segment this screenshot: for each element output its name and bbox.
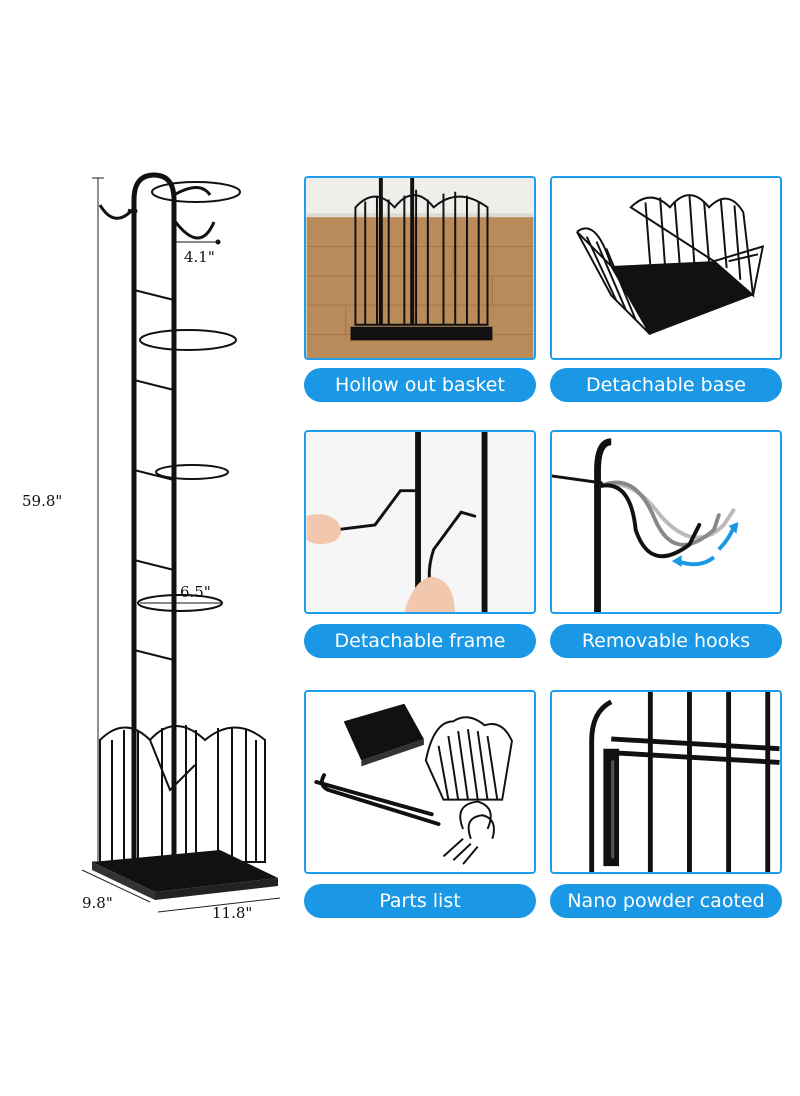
ring-width-dimension-label: 6.5" <box>180 583 211 601</box>
feature-label-removable-hooks: Removable hooks <box>550 624 782 658</box>
height-dimension-label: 59.8" <box>22 492 63 510</box>
rack-product-image <box>81 172 281 913</box>
height-dimension-line <box>92 177 104 863</box>
feature-label-detachable-frame: Detachable frame <box>304 624 536 658</box>
detachable-frame-photo <box>304 430 536 614</box>
detachable-base-photo <box>550 176 782 360</box>
hollow-basket-photo <box>304 176 536 360</box>
feature-label-nano-powder: Nano powder caoted <box>550 884 782 918</box>
feature-label-hollow-basket: Hollow out basket <box>304 368 536 402</box>
base-width-dimension-label: 11.8" <box>212 904 253 922</box>
feature-label-parts-list: Parts list <box>304 884 536 918</box>
parts-list-photo <box>304 690 536 874</box>
removable-hooks-photo <box>550 430 782 614</box>
hook-width-dimension-label: 4.1" <box>184 248 215 266</box>
nano-powder-photo <box>550 690 782 874</box>
feature-label-detachable-base: Detachable base <box>550 368 782 402</box>
base-depth-dimension-label: 9.8" <box>82 894 113 912</box>
